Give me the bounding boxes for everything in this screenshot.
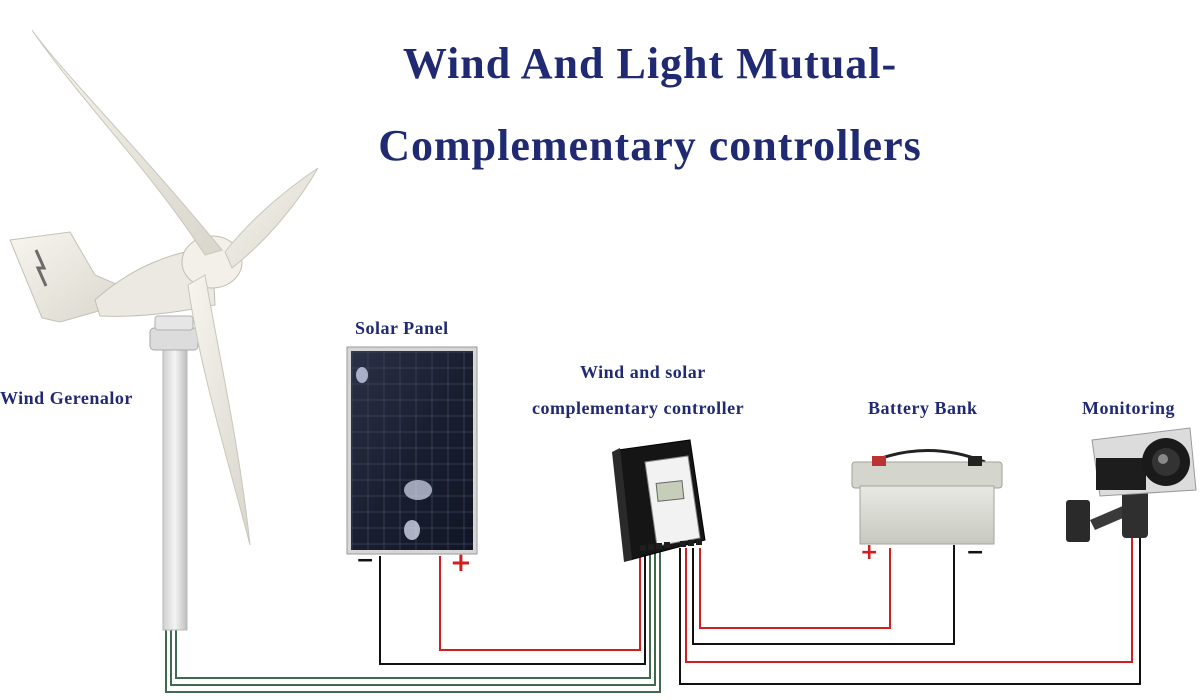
camera-image [1066, 428, 1196, 542]
controller-label-line-2: complementary controller [532, 398, 744, 419]
battery-bank-label: Battery Bank [868, 398, 978, 419]
wind-turbine-image [10, 30, 318, 630]
wind-generator-wires [166, 548, 660, 692]
solar-panel-label: Solar Panel [355, 318, 449, 339]
solar-negative-wire [380, 548, 645, 664]
solar-negative-sign: − [356, 548, 374, 573]
controller-label-line-1: Wind and solar [580, 362, 706, 383]
battery-negative-wire [693, 545, 954, 644]
solar-panel-image [347, 347, 477, 554]
wind-generator-label: Wind Gerenalor [0, 388, 133, 409]
battery-negative-sign: − [966, 540, 984, 565]
solar-positive-sign: + [450, 548, 472, 578]
battery-positive-sign: + [860, 540, 878, 565]
monitoring-label: Monitoring [1082, 398, 1175, 419]
battery-image [852, 450, 1002, 544]
controller-image [612, 440, 705, 562]
